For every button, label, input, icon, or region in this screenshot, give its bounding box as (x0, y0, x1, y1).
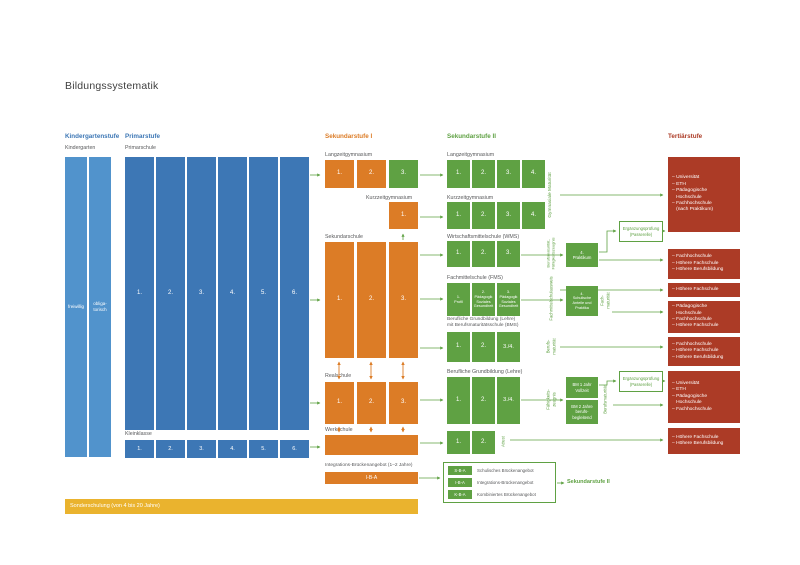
sekundarschule-year-block: 2. (357, 242, 386, 358)
kindergarten-freiwillig-block: freiwillig (65, 157, 87, 457)
fms-label: Fachmittelschule (FMS) (447, 275, 503, 281)
sek2-kzg-year-block: 2. (472, 202, 495, 229)
sek2-lzg-year-block: 4. (522, 160, 545, 188)
credential-fachmaturitaet: Fach- maturität (599, 292, 610, 309)
credential-faehigkeitszeugnis: Fähigkeits- zeugnis (545, 389, 556, 410)
bm1-block: BM 1 Jahr Vollzeit (566, 377, 598, 398)
tertiaer-block: – Fachhochschule – Höhere Fachschule – H… (668, 249, 740, 279)
realschule-year-block: 2. (357, 382, 386, 424)
attest-side-label: Attest (500, 436, 506, 447)
header-tertiaerstufe: Tertiärstufe (668, 133, 703, 140)
primarschule-label: Primarschule (125, 145, 156, 151)
sek1-kzg-year-block: 1. (389, 202, 418, 229)
credential-gymnasiale-maturitaet: Gymnasiale Maturität (548, 172, 554, 218)
tertiaer-block: – Pädagogische Hochschule – Fachhochschu… (668, 301, 740, 333)
sekundarschule-label: Sekundarschule (325, 234, 363, 240)
wms-praktikum-block: 4. Praktikum (566, 243, 598, 267)
realschule-year-block: 1. (325, 382, 354, 424)
bms-year-block: 1. (447, 332, 470, 362)
credential-berufsmaturitaet: Berufsmaturität (602, 385, 608, 414)
tertiaer-block: – Höhere Fachschule – Höhere Berufsbildu… (668, 428, 740, 454)
header-primarstufe: Primarstufe (125, 133, 160, 140)
tertiaer-block: – Fachhochschule – Höhere Fachschule – H… (668, 337, 740, 366)
fms-year-block: 2. Pädagogik Soziales Gesundheit (472, 283, 495, 316)
kleinklasse-year-block: 5. (249, 440, 278, 458)
fms-year-block: 3. Pädagogik Soziales Gesundheit (497, 283, 520, 316)
sek2-lzg-year-block: 2. (472, 160, 495, 188)
bridge-label-sba: Schulisches Brückenangebot (477, 468, 534, 473)
kleinklasse-year-block: 1. (125, 440, 154, 458)
sek1-kurzzeitgymnasium-label: Kurzzeitgymnasium (366, 195, 413, 201)
sek2-lzg-year-block: 1. (447, 160, 470, 188)
primar-year-block: 5. (249, 157, 278, 430)
sonderschulung-bar: Sonderschulung (von 4 bis 20 Jahre) (65, 499, 418, 514)
sek2-langzeitgymnasium-label: Langzeitgymnasium (447, 152, 495, 158)
credential-fms: Fachmittelschulausweis (548, 276, 554, 321)
header-sekundarstufe-1: Sekundarstufe I (325, 133, 373, 140)
iba-label: Integrations-Brückenangebot (1–2 Jahre) (325, 463, 413, 468)
bms-year-block: 2. (472, 332, 495, 362)
tertiaer-block: – Universität – ETH – Pädagogische Hochs… (668, 157, 740, 232)
kleinklasse-year-block: 6. (280, 440, 309, 458)
kleinklasse-label: Kleinklasse (125, 431, 152, 437)
iba-bar: I-B-A (325, 472, 418, 484)
wms-label: Wirtschaftsmittelschule (WMS) (447, 234, 520, 240)
sek2-kurzzeitgymnasium-label: Kurzzeitgymnasium (447, 195, 494, 201)
bms-year-block: 3./4. (497, 332, 520, 362)
wms-year-block: 1. (447, 241, 470, 267)
header-kindergartenstufe: Kindergartenstufe (65, 133, 120, 140)
sek1-lzg-year-block: 1. (325, 160, 354, 188)
fms-fachmatura-block: 4. Schulische Anteile und Praktika (566, 286, 598, 316)
sek2-kzg-year-block: 3. (497, 202, 520, 229)
kleinklasse-year-block: 4. (218, 440, 247, 458)
wms-year-block: 3. (497, 241, 520, 267)
lehre-label: Berufliche Grundbildung (Lehre) (447, 369, 523, 375)
bridge-label-iba: Integrations-Brückenangebot (477, 480, 534, 485)
bm2-block: BM 2 Jahre berufs- begleitend (566, 400, 598, 424)
tertiaer-block: – Universität – ETH – Pädagogische Hochs… (668, 371, 740, 423)
kleinklasse-year-block: 3. (187, 440, 216, 458)
attest-year-block: 1. (447, 431, 470, 454)
attest-year-block: 2. (472, 431, 495, 454)
sek1-lzg-year-block: 2. (357, 160, 386, 188)
passerelle-box-top: Ergänzungsprüfung (Passerelle) (619, 221, 663, 242)
kleinklasse-year-block: 2. (156, 440, 185, 458)
kindergarten-label: Kindergarten (65, 145, 96, 151)
bridge-target-sekundarstufe-2: Sekundarstufe II (567, 479, 610, 485)
tertiaer-block: – Höhere Fachschule (668, 283, 740, 297)
lehre-year-block: 1. (447, 377, 470, 424)
page-title: Bildungssystematik (65, 80, 159, 92)
primar-year-block: 2. (156, 157, 185, 430)
primar-year-block: 3. (187, 157, 216, 430)
credential-bms: Berufs- maturität (545, 338, 556, 355)
bridge-badge-kba: K-B-A (448, 490, 472, 499)
werkschule-bar (325, 435, 418, 455)
sekundarschule-year-block: 1. (325, 242, 354, 358)
realschule-year-block: 3. (389, 382, 418, 424)
passerelle-box-bottom: Ergänzungsprüfung (Passerelle) (619, 371, 663, 392)
kindergarten-obligatorisch-block: obliga- torisch (89, 157, 111, 457)
bms-label: Berufliche Grundbildung (Lehre) mit Beru… (447, 317, 519, 328)
bridge-badge-iba: I-B-A (448, 478, 472, 487)
bridge-label-kba: Kombiniertes Brückenangebot (477, 492, 536, 497)
sek1-langzeitgymnasium-label: Langzeitgymnasium (325, 152, 373, 158)
primar-year-block: 1. (125, 157, 154, 430)
sek1-lzg-year-block: 3. (389, 160, 418, 188)
fms-year-block: 1. Profil (447, 283, 470, 316)
wms-year-block: 2. (472, 241, 495, 267)
bridge-badge-sba: S-B-A (448, 466, 472, 475)
header-sekundarstufe-2: Sekundarstufe II (447, 133, 496, 140)
sek2-kzg-year-block: 4. (522, 202, 545, 229)
sekundarschule-year-block: 3. (389, 242, 418, 358)
primar-year-block: 4. (218, 157, 247, 430)
werkschule-label: Werkschule (325, 427, 353, 433)
realschule-label: Realschule (325, 373, 352, 379)
sek2-kzg-year-block: 1. (447, 202, 470, 229)
lehre-year-block: 2. (472, 377, 495, 424)
sek2-lzg-year-block: 3. (497, 160, 520, 188)
primar-year-block: 6. (280, 157, 309, 430)
lehre-year-block: 3./4. (497, 377, 520, 424)
